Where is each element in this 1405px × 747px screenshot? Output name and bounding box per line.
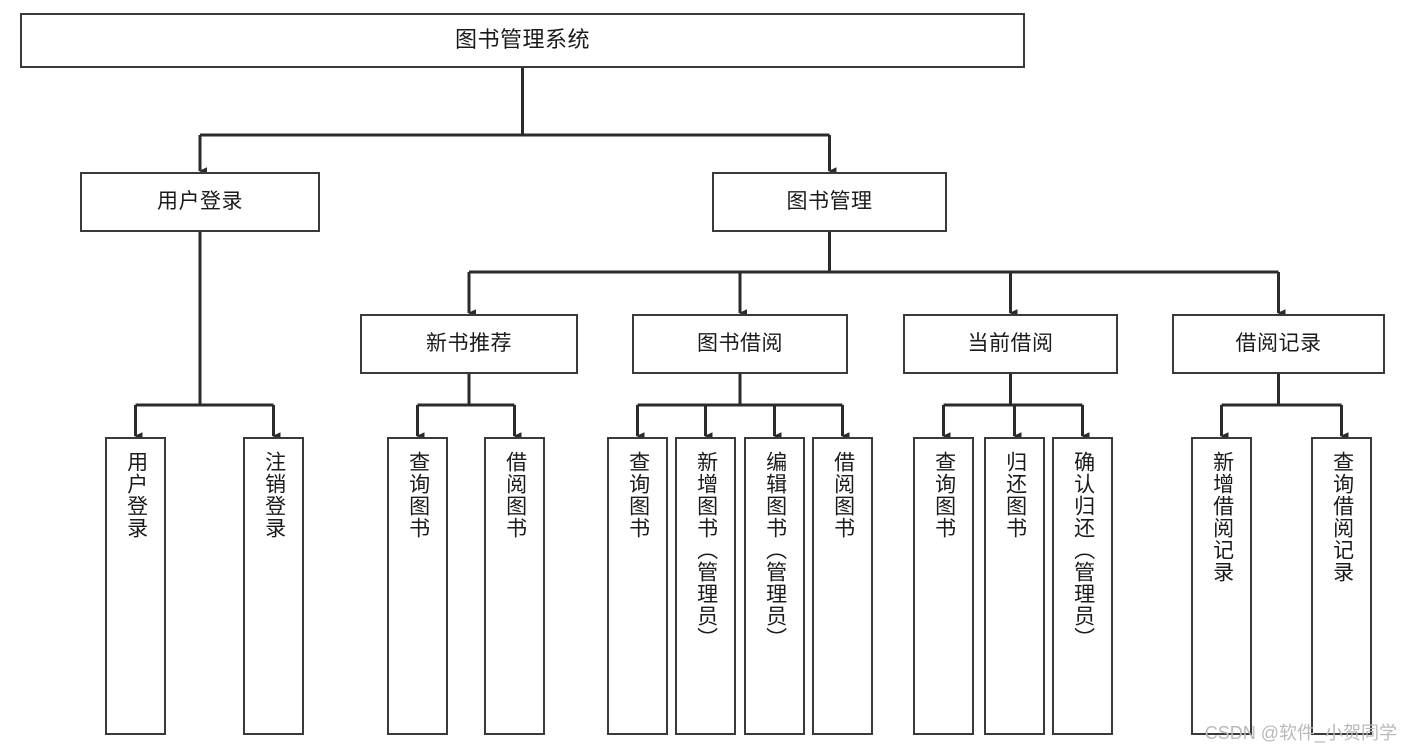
leaf-borrow-edit-book[interactable]: 编辑图书（管理员） — [744, 437, 805, 735]
node-label: 借阅图书 — [503, 451, 527, 539]
node-label: 查询图书 — [406, 451, 430, 539]
node-borrow-record[interactable]: 借阅记录 — [1172, 314, 1385, 374]
node-label: 图书管理系统 — [454, 27, 590, 53]
leaf-borrow-query-book[interactable]: 查询图书 — [607, 437, 668, 735]
leaf-logout[interactable]: 注销登录 — [243, 437, 304, 735]
node-label: 归还图书 — [1003, 451, 1027, 539]
node-label: 编辑图书（管理员） — [763, 451, 787, 649]
node-label: 图书借阅 — [697, 332, 783, 356]
leaf-user-login[interactable]: 用户登录 — [105, 437, 166, 735]
node-new-book-recommend[interactable]: 新书推荐 — [360, 314, 578, 374]
node-label: 确认归还（管理员） — [1071, 451, 1095, 649]
node-label: 当前借阅 — [967, 332, 1054, 356]
leaf-recommend-query-book[interactable]: 查询图书 — [387, 437, 448, 735]
leaf-record-add-record[interactable]: 新增借阅记录 — [1191, 437, 1252, 735]
leaf-borrow-add-book[interactable]: 新增图书（管理员） — [675, 437, 736, 735]
node-label: 新书推荐 — [426, 332, 512, 356]
node-current-borrow[interactable]: 当前借阅 — [903, 314, 1118, 374]
node-label: 图书管理 — [786, 190, 873, 214]
csdn-watermark: CSDN @软件_小贺同学 — [1204, 723, 1397, 743]
leaf-recommend-borrow-book[interactable]: 借阅图书 — [484, 437, 545, 735]
node-label: 用户登录 — [157, 190, 243, 214]
leaf-record-query-record[interactable]: 查询借阅记录 — [1311, 437, 1372, 735]
node-book-manage[interactable]: 图书管理 — [712, 172, 947, 232]
node-label: 查询图书 — [626, 451, 650, 539]
node-book-borrow[interactable]: 图书借阅 — [632, 314, 848, 374]
node-label: 新增图书（管理员） — [694, 451, 718, 649]
leaf-current-confirm-return[interactable]: 确认归还（管理员） — [1052, 437, 1113, 735]
node-label: 新增借阅记录 — [1210, 451, 1234, 583]
leaf-current-query-book[interactable]: 查询图书 — [913, 437, 974, 735]
node-label: 注销登录 — [262, 451, 286, 539]
node-user-login[interactable]: 用户登录 — [80, 172, 320, 232]
node-label: 借阅图书 — [831, 451, 855, 539]
node-label: 借阅记录 — [1235, 332, 1322, 356]
leaf-borrow-borrow-book[interactable]: 借阅图书 — [812, 437, 873, 735]
node-root[interactable]: 图书管理系统 — [20, 13, 1025, 68]
leaf-current-return-book[interactable]: 归还图书 — [984, 437, 1045, 735]
node-label: 用户登录 — [124, 451, 148, 539]
node-label: 查询借阅记录 — [1330, 451, 1354, 583]
node-label: 查询图书 — [932, 451, 956, 539]
